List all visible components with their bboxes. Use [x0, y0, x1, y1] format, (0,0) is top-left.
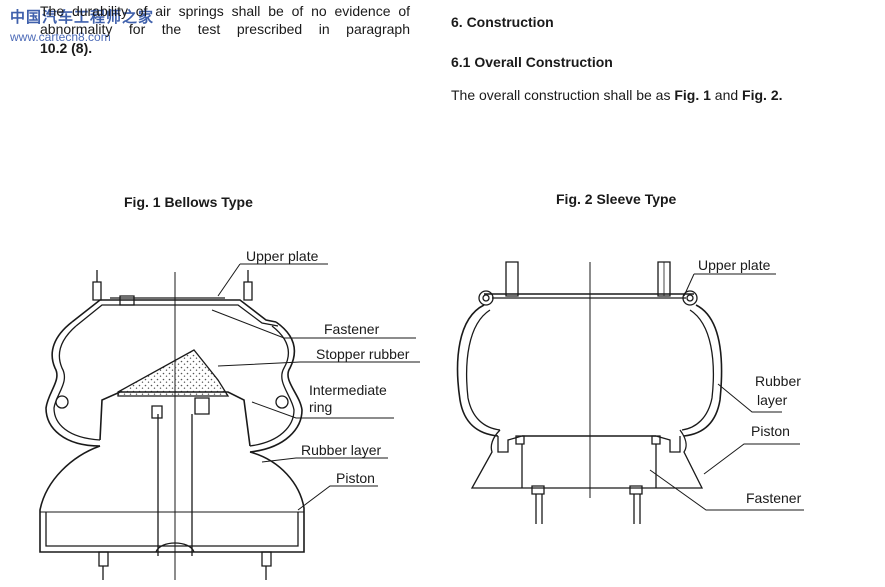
fig2-bead-left	[479, 291, 493, 305]
fig2-bead-right	[683, 291, 697, 305]
fig1-label-piston: Piston	[336, 470, 375, 486]
watermark-brand: 中国汽车工程师之家	[10, 9, 155, 26]
fig2-sleeve-drawing	[458, 262, 804, 524]
body-and: and	[714, 87, 739, 103]
fig1-ring-left	[56, 396, 68, 408]
fig1-bellows-drawing	[40, 264, 420, 580]
durability-paragraph: The durability of air springs shall be o…	[40, 3, 410, 37]
fig1-ring-right	[276, 396, 288, 408]
fig2-label-rubber-layer-1: Rubber	[755, 373, 801, 389]
fig1-bolt-left-top	[93, 282, 101, 300]
fig2-reference: Fig. 2.	[742, 87, 783, 103]
fig1-stopper-rubber	[118, 350, 228, 396]
subsection-heading: 6.1 Overall Construction	[451, 54, 613, 70]
construction-body-text: The overall construction shall be as Fig…	[451, 87, 783, 103]
fig1-label-intermediate-ring-1: Intermediate	[309, 382, 387, 398]
fig1-caption: Fig. 1 Bellows Type	[124, 194, 253, 210]
fig1-label-rubber-layer: Rubber layer	[301, 442, 382, 458]
paragraph-reference: 10.2 (8).	[40, 40, 93, 56]
fig1-bolt-right-top	[244, 282, 252, 300]
fig1-label-upper-plate: Upper plate	[246, 248, 319, 264]
fig1-label-stopper-rubber: Stopper rubber	[316, 346, 410, 362]
fig2-label-piston: Piston	[751, 423, 790, 439]
fig1-reference: Fig. 1	[674, 87, 711, 103]
watermark-url: www.cartech8.com	[10, 30, 111, 44]
body-prefix: The overall construction shall be as	[451, 87, 671, 103]
fig2-caption: Fig. 2 Sleeve Type	[556, 191, 677, 207]
fig2-label-rubber-layer-2: layer	[757, 392, 788, 408]
fig2-label-fastener: Fastener	[746, 490, 802, 506]
fig1-label-intermediate-ring-2: ring	[309, 399, 333, 415]
fig2-label-upper-plate: Upper plate	[698, 257, 771, 273]
section-heading: 6. Construction	[451, 14, 554, 30]
fig1-label-fastener: Fastener	[324, 321, 380, 337]
